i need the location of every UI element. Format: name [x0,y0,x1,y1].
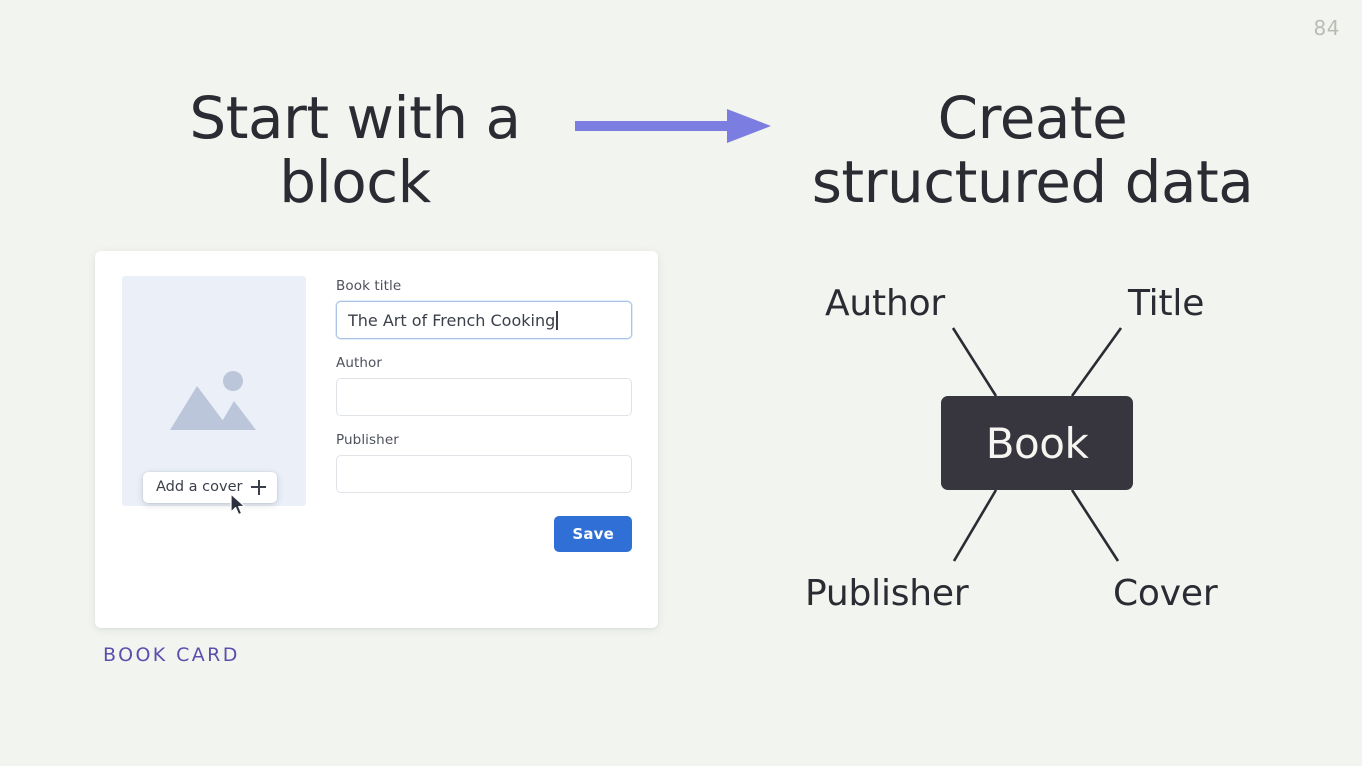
diagram-connector-lines [951,327,1123,562]
book-title-value: The Art of French Cooking [348,310,556,330]
field-label-author: Author [336,355,383,371]
publisher-input[interactable] [336,455,632,493]
add-cover-button[interactable]: Add a cover [143,472,278,503]
entity-label-title: Title [1128,283,1205,324]
field-book-title: Book title The Art of French Cooking [336,278,632,339]
field-label-book-title: Book title [336,278,402,294]
save-button[interactable]: Save [554,516,632,552]
right-arrow-icon [575,107,773,145]
heading-right: Create structured data [811,84,1254,216]
plus-icon [251,479,267,495]
cover-upload-area[interactable]: Add a cover [122,276,306,516]
card-caption: BOOK CARD [103,644,240,666]
entity-label-author: Author [825,283,946,324]
form-actions: Save [336,516,632,552]
book-title-input[interactable]: The Art of French Cooking [336,301,632,339]
page-number: 84 [1313,16,1340,40]
entity-label-cover: Cover [1113,573,1218,614]
entity-diagram: Author Title Publisher Cover Book [780,265,1260,635]
author-input[interactable] [336,378,632,416]
field-publisher: Publisher [336,432,632,493]
book-card: Add a cover Book title The Art of French… [95,251,658,628]
entity-node-book: Book [941,396,1133,490]
book-form: Book title The Art of French Cooking Aut… [336,278,632,552]
image-placeholder-icon [168,368,260,435]
entity-label-publisher: Publisher [805,573,969,614]
field-label-publisher: Publisher [336,432,399,448]
add-cover-label: Add a cover [156,479,243,495]
text-caret [556,310,558,330]
heading-left: Start with a block [189,84,521,216]
field-author: Author [336,355,632,416]
entity-node-book-label: Book [985,418,1089,468]
